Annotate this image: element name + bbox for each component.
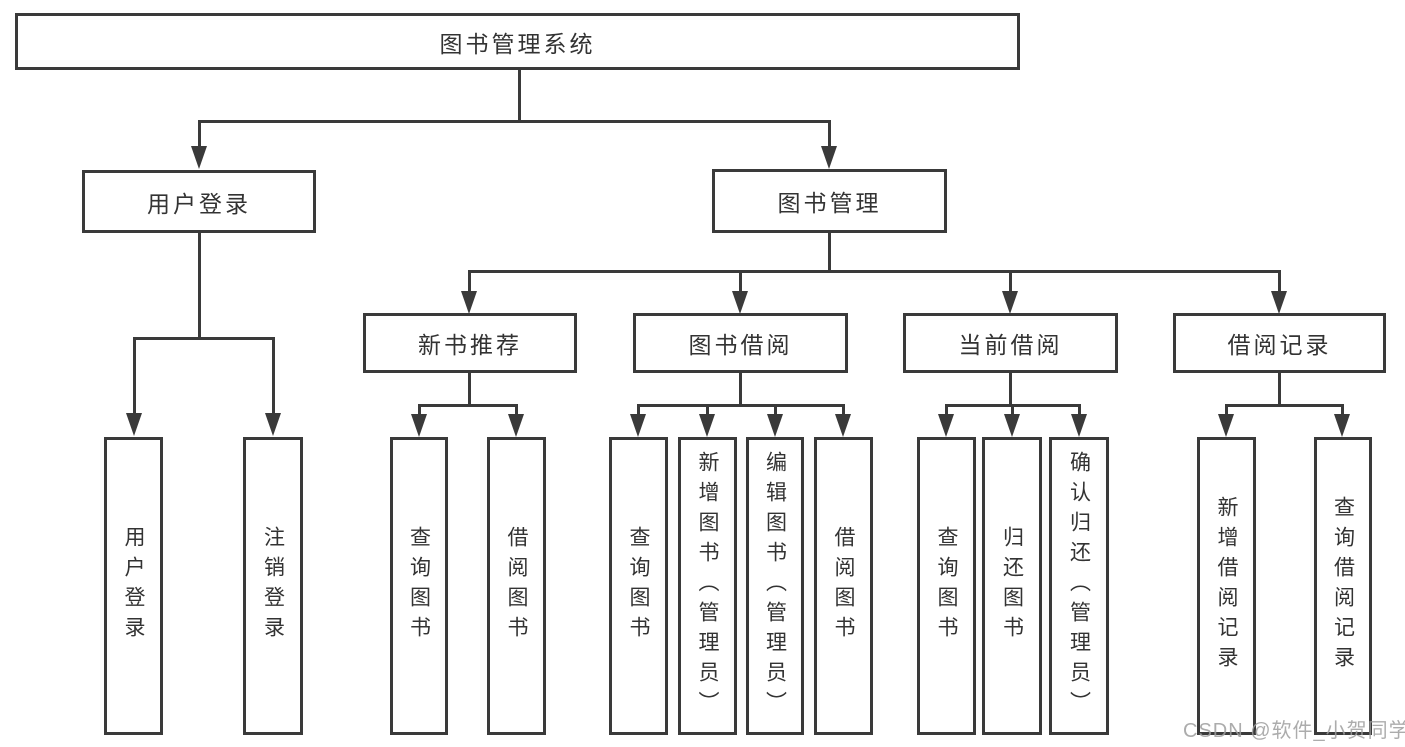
arrowhead-icon bbox=[461, 291, 477, 314]
node-book-borrow: 图书借阅 bbox=[633, 313, 848, 373]
connector-to-leaf bbox=[1225, 404, 1228, 415]
leaf-label: 借阅图书 bbox=[832, 526, 855, 646]
node-leaf-bookborrow-edit: 编辑图书（管理员） bbox=[746, 437, 804, 735]
node-borrow-records-label: 借阅记录 bbox=[1227, 332, 1332, 358]
connector-borrow-records-branch bbox=[1225, 404, 1344, 407]
connector-book-borrow-branch bbox=[637, 404, 845, 407]
node-current-borrow: 当前借阅 bbox=[903, 313, 1118, 373]
leaf-label: 归还图书 bbox=[1000, 526, 1024, 646]
leaf-label: 用户登录 bbox=[122, 526, 145, 646]
node-leaf-user-login: 用户登录 bbox=[104, 437, 163, 735]
connector-to-leaf-login bbox=[133, 337, 136, 414]
node-user-login-label: 用户登录 bbox=[147, 190, 251, 217]
connector-level3-branch bbox=[468, 270, 1281, 273]
arrowhead-icon bbox=[1218, 414, 1234, 437]
csdn-watermark: CSDN @软件_小贺同学 bbox=[1183, 720, 1405, 742]
node-leaf-bookborrow-borrow: 借阅图书 bbox=[814, 437, 873, 735]
arrowhead-icon bbox=[1334, 414, 1350, 437]
connector-to-leaf bbox=[706, 404, 709, 415]
arrowhead-icon bbox=[732, 291, 748, 314]
leaf-label: 查询图书 bbox=[935, 526, 958, 646]
leaf-label: 新增借阅记录 bbox=[1215, 496, 1238, 676]
connector-to-leaf bbox=[637, 404, 640, 415]
arrowhead-icon bbox=[126, 413, 142, 436]
arrowhead-icon bbox=[411, 414, 427, 437]
leaf-label: 注销登录 bbox=[261, 526, 285, 646]
node-leaf-newbooks-borrow: 借阅图书 bbox=[487, 437, 546, 735]
arrowhead-icon bbox=[265, 413, 281, 436]
arrowhead-icon bbox=[630, 414, 646, 437]
node-book-borrow-label: 图书借阅 bbox=[688, 332, 793, 358]
connector-level2-branch bbox=[198, 120, 831, 123]
connector-to-leaf-logout bbox=[272, 337, 275, 414]
arrowhead-icon bbox=[1071, 414, 1087, 437]
arrowhead-icon bbox=[835, 414, 851, 437]
connector-to-leaf bbox=[1011, 404, 1014, 415]
connector-new-books-trunk bbox=[468, 373, 471, 407]
connector-book-borrow-trunk bbox=[739, 373, 742, 407]
connector-borrow-records-trunk bbox=[1278, 373, 1281, 407]
arrowhead-icon bbox=[508, 414, 524, 437]
connector-new-books-branch bbox=[418, 404, 518, 407]
connector-to-leaf bbox=[774, 404, 777, 415]
arrowhead-icon bbox=[767, 414, 783, 437]
connector-user-login-trunk bbox=[198, 233, 201, 339]
node-current-borrow-label: 当前借阅 bbox=[958, 332, 1063, 358]
connector-root-trunk bbox=[518, 68, 521, 122]
arrowhead-icon bbox=[938, 414, 954, 437]
node-leaf-current-query: 查询图书 bbox=[917, 437, 976, 735]
leaf-label: 查询图书 bbox=[407, 526, 431, 646]
node-new-books-label: 新书推荐 bbox=[418, 332, 522, 358]
arrowhead-icon bbox=[1004, 414, 1020, 437]
node-leaf-current-confirm: 确认归还（管理员） bbox=[1049, 437, 1109, 735]
node-leaf-newbooks-query: 查询图书 bbox=[390, 437, 448, 735]
node-book-mgmt-label: 图书管理 bbox=[777, 190, 882, 216]
leaf-label: 借阅图书 bbox=[505, 526, 528, 646]
connector-to-leaf bbox=[1341, 404, 1344, 415]
connector-to-user-login bbox=[198, 120, 201, 148]
leaf-label: 确认归还（管理员） bbox=[1067, 451, 1091, 721]
leaf-label: 查询图书 bbox=[627, 526, 650, 646]
connector-to-leaf bbox=[1078, 404, 1081, 415]
arrowhead-icon bbox=[821, 146, 837, 169]
connector-book-mgmt-trunk bbox=[828, 233, 831, 273]
connector-to-leaf bbox=[418, 404, 421, 415]
leaf-label: 查询借阅记录 bbox=[1331, 496, 1355, 676]
node-leaf-logout: 注销登录 bbox=[243, 437, 303, 735]
node-library-system-label: 图书管理系统 bbox=[439, 30, 596, 57]
connector-to-borrow-records bbox=[1278, 270, 1281, 293]
connector-to-new-books bbox=[468, 270, 471, 293]
node-book-mgmt: 图书管理 bbox=[712, 169, 947, 233]
connector-to-leaf bbox=[842, 404, 845, 415]
node-leaf-records-add: 新增借阅记录 bbox=[1197, 437, 1256, 735]
arrowhead-icon bbox=[1002, 291, 1018, 314]
node-user-login: 用户登录 bbox=[82, 170, 316, 233]
connector-user-login-branch bbox=[133, 337, 275, 340]
arrowhead-icon bbox=[1271, 291, 1287, 314]
connector-to-book-mgmt bbox=[828, 120, 831, 148]
arrowhead-icon bbox=[699, 414, 715, 437]
node-leaf-current-return: 归还图书 bbox=[982, 437, 1042, 735]
node-leaf-records-query: 查询借阅记录 bbox=[1314, 437, 1372, 735]
node-borrow-records: 借阅记录 bbox=[1173, 313, 1386, 373]
node-leaf-bookborrow-query: 查询图书 bbox=[609, 437, 668, 735]
leaf-label: 新增图书（管理员） bbox=[696, 451, 719, 721]
leaf-label: 编辑图书（管理员） bbox=[763, 451, 787, 721]
node-library-system: 图书管理系统 bbox=[15, 13, 1020, 70]
connector-to-leaf bbox=[945, 404, 948, 415]
connector-current-borrow-trunk bbox=[1009, 373, 1012, 407]
connector-to-leaf bbox=[515, 404, 518, 415]
node-leaf-bookborrow-add: 新增图书（管理员） bbox=[678, 437, 737, 735]
arrowhead-icon bbox=[191, 146, 207, 169]
connector-to-current-borrow bbox=[1009, 270, 1012, 293]
connector-to-book-borrow bbox=[739, 270, 742, 293]
node-new-books: 新书推荐 bbox=[363, 313, 577, 373]
